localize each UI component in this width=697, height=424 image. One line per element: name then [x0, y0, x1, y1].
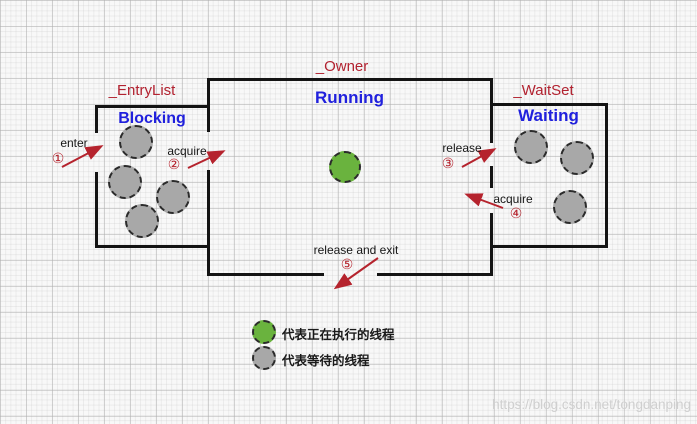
blocked-thread-circle [156, 180, 190, 214]
waiting-thread-circle [560, 141, 594, 175]
reacquire-step-number: ④ [509, 205, 523, 221]
enter-step-number: ① [51, 150, 65, 166]
entrylist-title: _EntryList [108, 82, 176, 99]
owner-box-left-border-upper [207, 78, 210, 132]
entrylist-box-bottom-border [95, 245, 209, 248]
entrylist-box-left-border-upper [95, 105, 98, 133]
owner-box-bottom-border-left [207, 273, 324, 276]
release-exit-step-number: ⑤ [340, 256, 354, 272]
waitset-box-top-border [490, 103, 608, 106]
waitset-state-label: Waiting [518, 106, 579, 125]
watermark-url: https://blog.csdn.net/tongdanping [492, 397, 691, 412]
running-thread-legend-label: 代表正在执行的线程 [282, 328, 395, 342]
blocked-thread-circle [125, 204, 159, 238]
waitset-box-right-border [605, 103, 608, 248]
release-step-number: ③ [441, 155, 455, 171]
waitset-box-bottom-border [490, 245, 608, 248]
owner-title: _Owner [315, 58, 369, 75]
release-label: release [442, 141, 482, 155]
owner-state-label: Running [315, 88, 384, 107]
entrylist-state-label: Blocking [118, 110, 186, 127]
owner-box-top-border [207, 78, 493, 81]
owner-box-right-border-lower [490, 213, 493, 276]
enter-arrow [61, 145, 104, 168]
waiting-thread-legend-label: 代表等待的线程 [282, 354, 370, 368]
acquire-step-number: ② [167, 156, 181, 172]
entrylist-box-top-border [95, 105, 209, 108]
running-thread-circle [329, 151, 361, 183]
waiting-thread-circle [553, 190, 587, 224]
reacquire-label: acquire [493, 192, 533, 206]
waiting-thread-circle [514, 130, 548, 164]
waitset-title: _WaitSet [513, 82, 574, 99]
waiting-thread-legend-swatch [252, 346, 276, 370]
blocked-thread-circle [108, 165, 142, 199]
acquire-label: acquire [167, 144, 207, 158]
owner-box-right-border-upper [490, 78, 493, 143]
blocked-thread-circle [119, 125, 153, 159]
owner-box-right-border-middle [490, 166, 493, 188]
owner-box-left-border-lower [207, 170, 210, 276]
running-thread-legend-swatch [252, 320, 276, 344]
release-exit-label: release and exit [313, 243, 399, 257]
enter-label: enter [60, 136, 88, 150]
owner-box-bottom-border-right [377, 273, 493, 276]
entrylist-box-left-border-lower [95, 172, 98, 248]
